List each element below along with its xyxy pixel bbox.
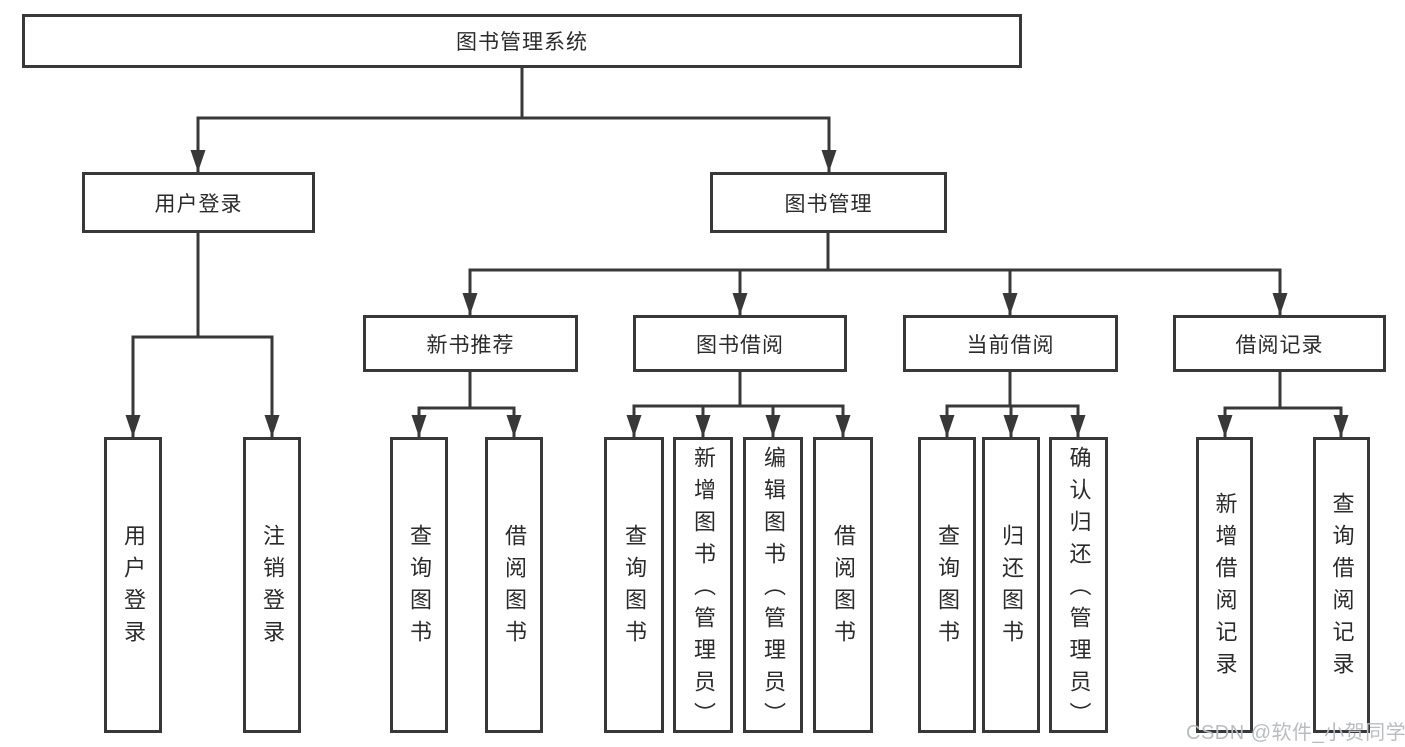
node-user-login: 用户登录 (82, 172, 315, 233)
leaf-edit-books-admin: 编辑图书（管理员） (743, 437, 803, 734)
leaf-logout: 注销登录 (243, 437, 301, 733)
node-book-management: 图书管理 (710, 172, 947, 233)
node-book-borrow: 图书借阅 (633, 315, 847, 372)
leaf-user-login: 用户登录 (104, 437, 162, 733)
leaf-query-books-borrow: 查询图书 (604, 437, 664, 733)
leaf-borrow-books-recommend: 借阅图书 (485, 437, 543, 733)
leaf-confirm-return-admin: 确认归还（管理员） (1049, 437, 1108, 734)
leaf-query-borrow-record: 查询借阅记录 (1313, 437, 1370, 733)
csdn-watermark: CSDN @软件_小贺同学 (1186, 722, 1405, 744)
node-new-book-recommend: 新书推荐 (363, 315, 578, 372)
leaf-query-books-recommend: 查询图书 (390, 437, 448, 733)
leaf-add-borrow-record: 新增借阅记录 (1196, 437, 1253, 733)
node-root: 图书管理系统 (22, 14, 1022, 68)
leaf-add-books-admin: 新增图书（管理员） (673, 437, 733, 734)
node-current-borrow: 当前借阅 (903, 315, 1118, 372)
node-borrow-records: 借阅记录 (1173, 315, 1386, 372)
leaf-borrow-books: 借阅图书 (813, 437, 873, 733)
leaf-query-books-current: 查询图书 (918, 437, 976, 733)
leaf-return-books: 归还图书 (982, 437, 1040, 733)
